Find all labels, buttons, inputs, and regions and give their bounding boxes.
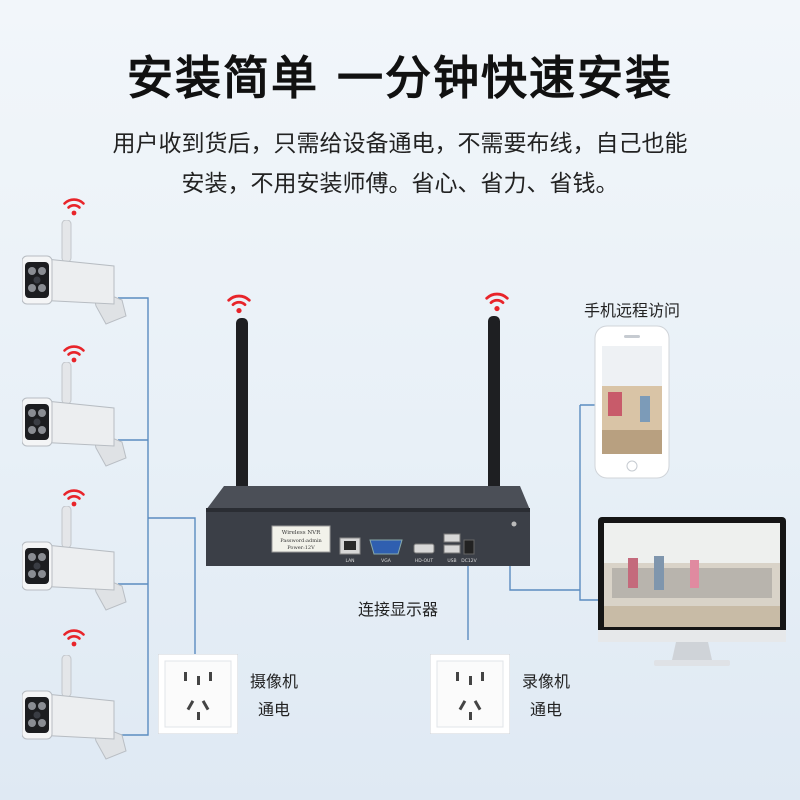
phone-remote-label: 手机远程访问 bbox=[583, 301, 680, 320]
camera-power-label-line-2: 通电 bbox=[257, 700, 290, 719]
wifi-signal-icon bbox=[63, 629, 85, 647]
camera-power-label-line-1: 摄像机 bbox=[249, 672, 298, 691]
power-socket-icon bbox=[158, 654, 238, 734]
monitor-connect-label: 连接显示器 bbox=[357, 600, 438, 619]
wifi-signal-icon bbox=[63, 489, 85, 507]
monitor-icon bbox=[598, 517, 786, 666]
nvr-power-label: 录像机 通电 bbox=[516, 668, 576, 724]
wifi-signal-icon bbox=[227, 294, 251, 314]
port-hdmi-label: HD-OUT bbox=[415, 558, 433, 564]
camera-power-label: 摄像机 通电 bbox=[244, 668, 304, 724]
camera-4 bbox=[22, 629, 127, 760]
nvr-label-line-1: Wireless NVR bbox=[282, 530, 321, 536]
nvr-label-line-3: Power:12V bbox=[287, 545, 315, 551]
nvr-power-label-line-1: 录像机 bbox=[521, 672, 570, 691]
nvr-recorder-icon: Wireless NVR Password:admin Power:12V LA… bbox=[206, 292, 530, 566]
port-lan-label: LAN bbox=[345, 558, 354, 564]
description-line-2: 安装，不用安装师傅。省心、省力、省钱。 bbox=[181, 171, 619, 197]
description-line-1: 用户收到货后，只需给设备通电，不需要布线，自己也能 bbox=[112, 131, 688, 157]
page-title: 安装简单 一分钟快速安装 bbox=[126, 51, 673, 105]
camera-2 bbox=[22, 345, 127, 467]
port-vga-label: VGA bbox=[381, 558, 392, 564]
port-usb-label: USB bbox=[447, 558, 456, 564]
power-socket-icon bbox=[430, 654, 510, 734]
wifi-signal-icon bbox=[63, 345, 85, 363]
camera-1 bbox=[22, 198, 127, 325]
nvr-power-label-line-2: 通电 bbox=[529, 700, 562, 719]
wifi-signal-icon bbox=[485, 292, 509, 312]
smartphone-icon bbox=[594, 325, 670, 479]
camera-3 bbox=[22, 489, 127, 611]
nvr-label-line-2: Password:admin bbox=[280, 538, 322, 544]
description: 用户收到货后，只需给设备通电，不需要布线，自己也能 安装，不用安装师傅。省心、省… bbox=[60, 124, 740, 204]
port-dc-label: DC12V bbox=[461, 558, 477, 564]
wifi-signal-icon bbox=[63, 198, 85, 216]
